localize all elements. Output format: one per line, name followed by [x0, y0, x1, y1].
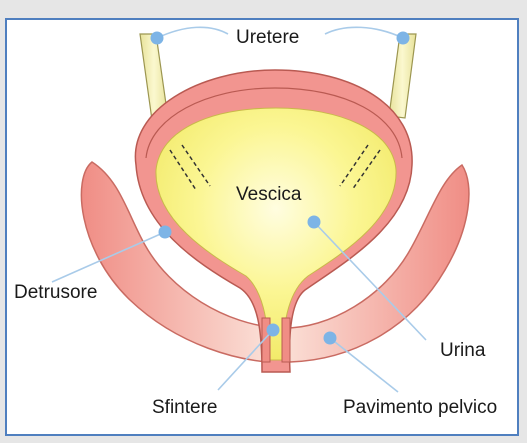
left-ureter-intramural: [169, 144, 211, 191]
marker-ureter-right: [396, 31, 410, 45]
label-bladder: Vescica: [236, 184, 302, 205]
leader-lines: [51, 26, 427, 393]
leader-sphincter: [217, 329, 274, 391]
label-pelvic-floor: Pavimento pelvico: [343, 397, 497, 418]
marker-detrusor: [158, 225, 172, 239]
marker-sphincter: [266, 323, 280, 337]
leader-ureter-right: [324, 26, 404, 39]
label-ureters: Uretere: [236, 27, 299, 48]
label-sphincter: Sfintere: [152, 397, 217, 418]
marker-ureter-left: [150, 31, 164, 45]
leader-detrusor: [51, 231, 166, 283]
label-detrusor: Detrusore: [14, 282, 97, 303]
urine-fill: [155, 107, 397, 361]
label-urine: Urina: [440, 340, 486, 361]
leader-pelvic-floor: [329, 337, 399, 393]
right-ureter-intramural: [339, 144, 381, 191]
leader-ureter-left: [156, 26, 229, 39]
marker-pelvic-floor: [323, 331, 337, 345]
pelvic-floor-muscle: [80, 161, 470, 364]
marker-urine: [307, 215, 321, 229]
leader-urine: [313, 221, 427, 341]
detrusor-inner-band: [145, 87, 403, 159]
markers: [150, 31, 410, 345]
right-ureter: [388, 33, 417, 119]
